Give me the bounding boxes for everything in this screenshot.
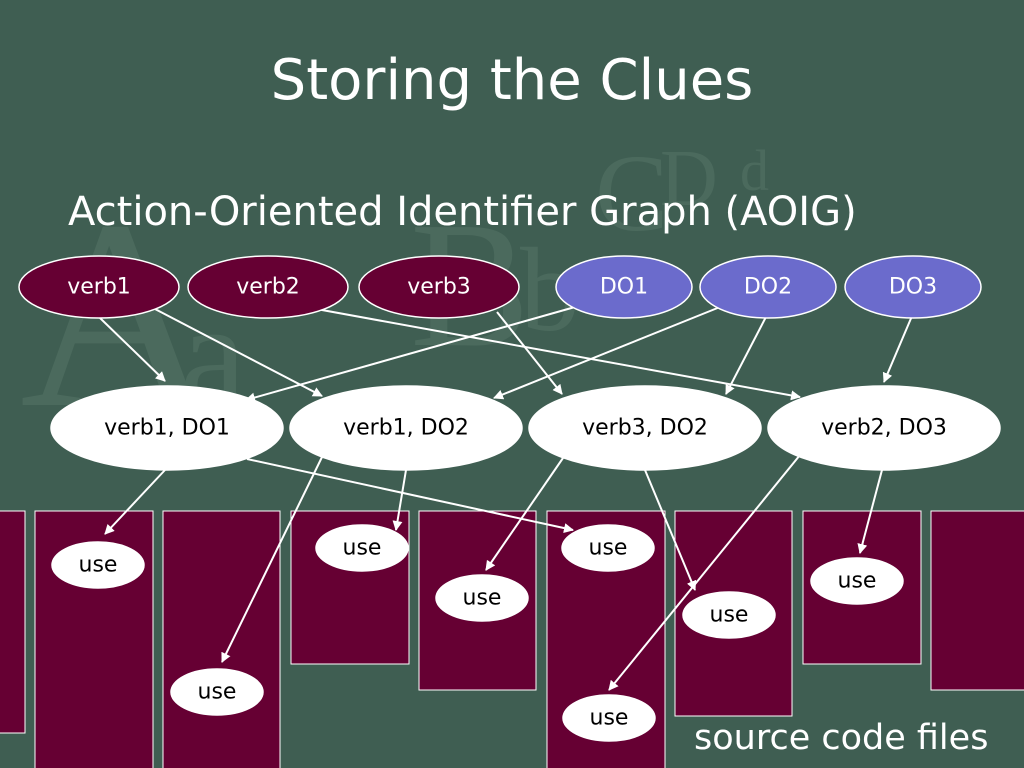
object-node: DO1 bbox=[555, 255, 693, 319]
source-file bbox=[0, 510, 26, 734]
verb-node-label: verb2 bbox=[236, 275, 300, 300]
pair-node-label: verb1, DO1 bbox=[104, 416, 230, 441]
slide-title: Storing the Clues bbox=[270, 48, 754, 113]
use-node: use bbox=[170, 668, 264, 716]
pair-node-shape bbox=[289, 385, 523, 471]
pair-node: verb1, DO1 bbox=[50, 385, 284, 471]
pair-node-shape bbox=[767, 385, 1001, 471]
edge-pair1-to-use bbox=[246, 458, 574, 533]
edge-pair1-to-use bbox=[104, 469, 166, 535]
use-node-label: use bbox=[838, 569, 877, 594]
pair-node: verb2, DO3 bbox=[767, 385, 1001, 471]
use-node: use bbox=[810, 557, 904, 605]
verb-node: verb1 bbox=[18, 255, 180, 319]
svg-text:C: C bbox=[595, 132, 668, 254]
use-node-label: use bbox=[710, 603, 749, 628]
use-node: use bbox=[561, 524, 655, 572]
edge-pair3-to-use bbox=[485, 457, 564, 571]
pair-node-label: verb2, DO3 bbox=[821, 416, 947, 441]
use-node-shape bbox=[51, 541, 145, 589]
edge-verb1-to-pair1 bbox=[99, 317, 166, 382]
edge-do2-to-pair2 bbox=[493, 306, 721, 400]
edge-pair2-to-use bbox=[221, 454, 324, 663]
source-file bbox=[162, 510, 281, 768]
use-node: use bbox=[315, 524, 409, 572]
verb-nodes: verb1 verb2 verb3 bbox=[18, 255, 520, 319]
verb-node: verb3 bbox=[358, 255, 520, 319]
object-node-label: DO2 bbox=[744, 275, 792, 300]
pair-node-label: verb1, DO2 bbox=[343, 416, 469, 441]
object-node-label: DO3 bbox=[889, 275, 937, 300]
edge-pair3-to-use bbox=[644, 469, 697, 591]
object-node: DO2 bbox=[699, 255, 837, 319]
use-node-label: use bbox=[463, 586, 502, 611]
use-node: use bbox=[51, 541, 145, 589]
object-node-shape bbox=[844, 255, 982, 319]
object-node-label: DO1 bbox=[600, 275, 648, 300]
use-node-shape bbox=[810, 557, 904, 605]
use-node-label: use bbox=[79, 553, 118, 578]
use-node: use bbox=[562, 694, 656, 742]
pair-node-shape bbox=[528, 385, 762, 471]
pair-nodes: verb1, DO1 verb1, DO2 verb3, DO2 verb2, DO3 bbox=[50, 385, 1001, 471]
use-node-shape bbox=[315, 524, 409, 572]
use-node-shape bbox=[435, 574, 529, 622]
pair-node: verb3, DO2 bbox=[528, 385, 762, 471]
use-node-label: use bbox=[590, 706, 629, 731]
edge-verb2-to-pair4 bbox=[299, 305, 801, 401]
object-node-shape bbox=[699, 255, 837, 319]
edge-pair2-to-use bbox=[392, 469, 407, 531]
slide-subtitle: Action-Oriented Identifier Graph (AOIG) bbox=[68, 189, 857, 235]
use-node-label: use bbox=[198, 680, 237, 705]
edge-do1-to-pair1 bbox=[245, 306, 576, 403]
pair-node: verb1, DO2 bbox=[289, 385, 523, 471]
object-node-shape bbox=[555, 255, 693, 319]
use-node: use bbox=[435, 574, 529, 622]
use-node-shape bbox=[682, 591, 776, 639]
svg-text:D: D bbox=[660, 135, 718, 223]
use-nodes: use use use use use use use use bbox=[51, 524, 904, 742]
verb-node-label: verb3 bbox=[407, 275, 471, 300]
verb-node-shape bbox=[18, 255, 180, 319]
use-node: use bbox=[682, 591, 776, 639]
edge-do3-to-pair4 bbox=[882, 315, 913, 383]
files-caption: source code files bbox=[694, 718, 989, 758]
edge-do2-to-pair3 bbox=[725, 312, 769, 395]
object-node: DO3 bbox=[844, 255, 982, 319]
edge-pair4-to-use bbox=[857, 469, 883, 554]
verb-node-shape bbox=[187, 255, 349, 319]
source-file bbox=[930, 510, 1024, 691]
verb-node-label: verb1 bbox=[67, 275, 131, 300]
use-node-shape bbox=[170, 668, 264, 716]
use-node-shape bbox=[561, 524, 655, 572]
edge-pair4-to-use bbox=[608, 454, 801, 691]
verb-node: verb2 bbox=[187, 255, 349, 319]
use-node-label: use bbox=[589, 536, 628, 561]
object-nodes: DO1 DO2 DO3 bbox=[555, 255, 982, 319]
graph-edges bbox=[99, 305, 913, 691]
pair-node-shape bbox=[50, 385, 284, 471]
use-node-label: use bbox=[343, 536, 382, 561]
svg-text:d: d bbox=[740, 138, 769, 203]
use-node-shape bbox=[562, 694, 656, 742]
pair-node-label: verb3, DO2 bbox=[582, 416, 708, 441]
edge-verb1-to-pair2 bbox=[154, 308, 323, 397]
verb-node-shape bbox=[358, 255, 520, 319]
